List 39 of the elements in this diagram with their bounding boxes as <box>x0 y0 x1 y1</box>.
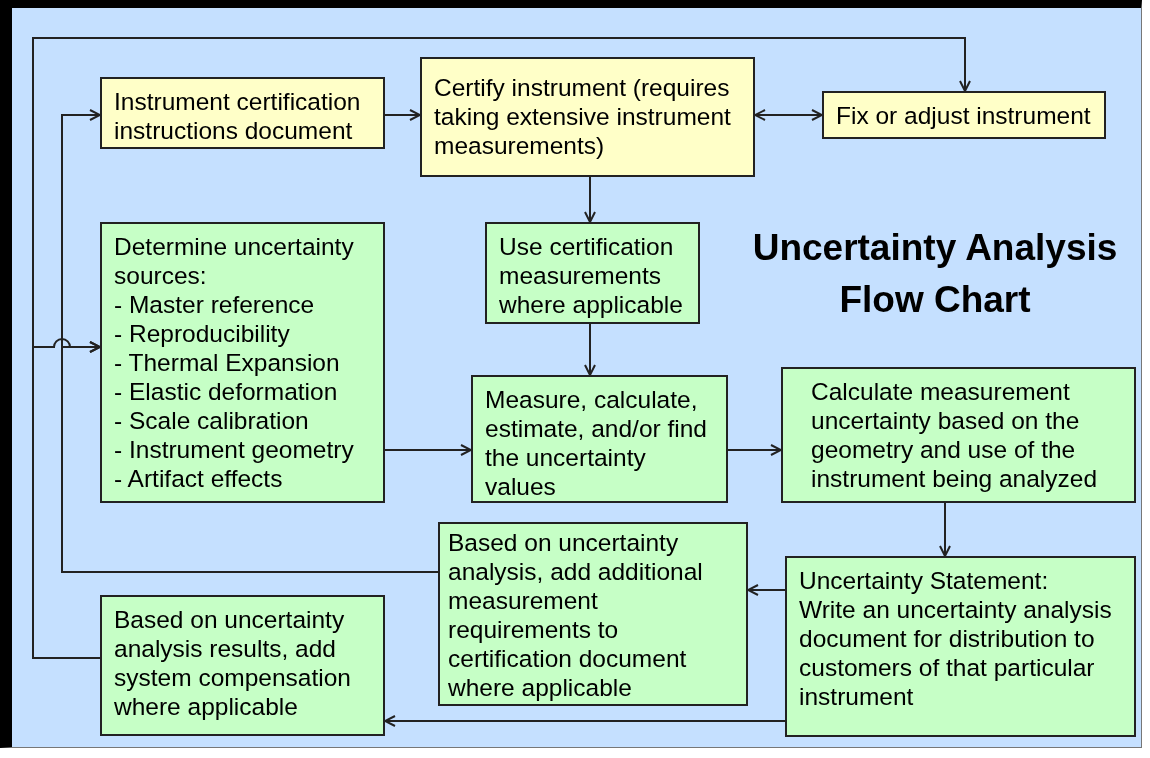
box-text: - Reproducibility <box>114 319 291 348</box>
box-text: Write an uncertainty analysis document for distribution to customers of that particular instrument <box>799 595 1113 711</box>
box-text: Use certification measurements where applicable <box>499 232 684 319</box>
arrow <box>584 176 596 223</box>
process-box <box>785 556 1136 737</box>
process-box <box>100 595 385 736</box>
process-box <box>438 522 748 706</box>
process-box <box>485 222 700 324</box>
arrow <box>939 502 951 557</box>
box-text: - Master reference <box>114 290 316 319</box>
arrow <box>754 109 823 121</box>
box-text: Calculate measurement uncertainty based on the geometry and use of the instrument being analyzed <box>811 377 1098 493</box>
process-box <box>822 91 1106 139</box>
box-text: Determine uncertainty sources: <box>114 232 355 290</box>
box-text: - Thermal Expansion <box>114 348 341 377</box>
process-box <box>100 222 385 503</box>
box-text: Instrument certification instructions document <box>114 87 362 145</box>
arrow <box>384 109 421 121</box>
box-text: - Artifact effects <box>114 464 284 493</box>
process-box <box>420 57 755 177</box>
arrow <box>584 323 596 376</box>
process-box <box>471 375 728 503</box>
box-text: Based on uncertainty analysis, add additional measurement requirements to certification document where applicable <box>448 528 704 702</box>
box-text: Based on uncertainty analysis results, add system compensation where applicable <box>114 605 352 721</box>
box-text: Fix or adjust instrument <box>836 101 1092 130</box>
box-text: Certify instrument (requires taking extensive instrument measurements) <box>434 73 731 160</box>
arrow <box>32 338 101 659</box>
box-text: Uncertainty Statement: <box>799 566 1050 595</box>
box-text: - Scale calibration <box>114 406 310 435</box>
arrow <box>384 444 472 456</box>
process-box <box>100 77 385 149</box>
diagram-title: Uncertainty Analysis Flow Chart <box>751 226 1119 322</box>
arrow <box>747 584 786 596</box>
arrow <box>384 715 786 727</box>
process-box <box>781 367 1136 503</box>
box-text: Measure, calculate, estimate, and/or find the uncertainty values <box>485 385 708 501</box>
box-text: - Instrument geometry <box>114 435 355 464</box>
arrow <box>727 444 782 456</box>
box-text: - Elastic deformation <box>114 377 339 406</box>
